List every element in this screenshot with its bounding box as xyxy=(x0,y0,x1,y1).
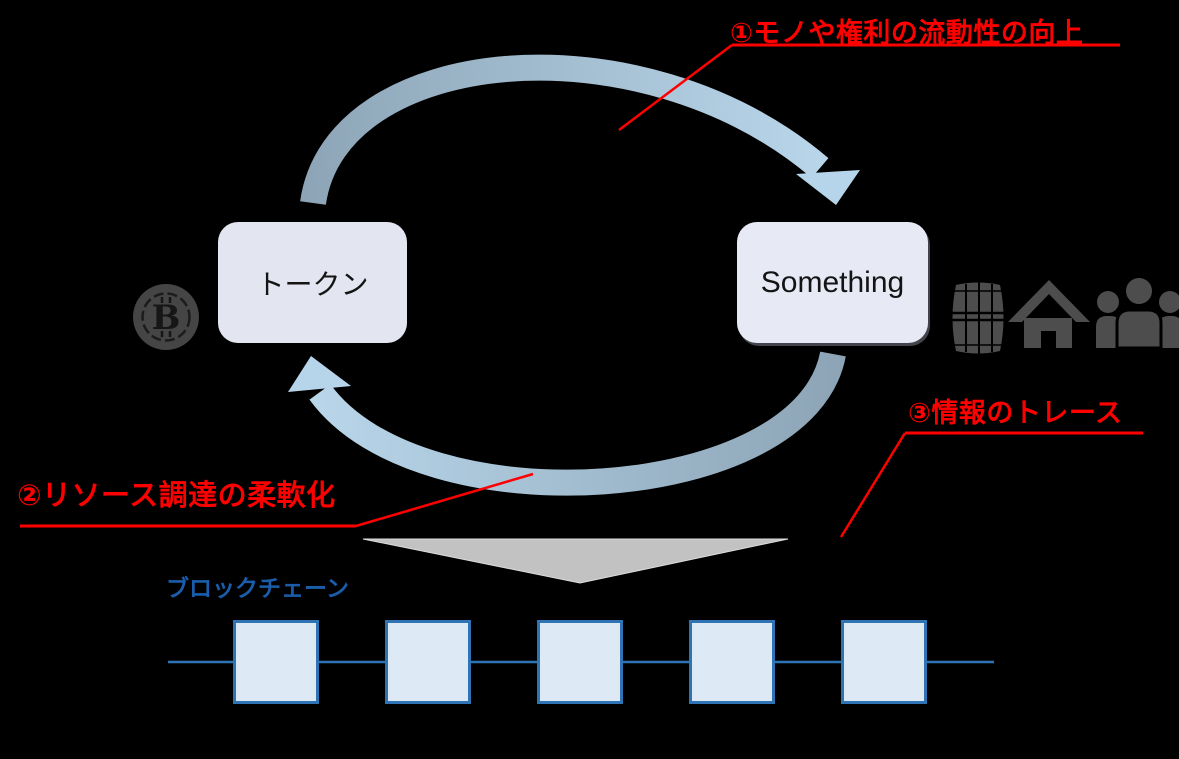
blockchain-block xyxy=(233,620,319,704)
token-node-label: トークン xyxy=(256,268,369,300)
token-node-box: トークン xyxy=(218,222,407,343)
annotation-lines xyxy=(20,43,1143,538)
annotation-2-leader-line xyxy=(355,472,534,528)
people-group-icon xyxy=(1096,275,1179,350)
something-node-box: Something xyxy=(737,222,928,343)
annotation-3-leader-line xyxy=(839,432,907,538)
house-icon xyxy=(1008,280,1090,348)
bitcoin-coin-icon: B xyxy=(133,284,199,350)
cycle-arrow-top-icon xyxy=(300,54,860,206)
funnel-triangle-icon xyxy=(362,538,789,584)
blockchain-block xyxy=(537,620,623,704)
something-node-label: Something xyxy=(760,265,905,299)
bitcoin-b-glyph: B xyxy=(152,298,181,338)
barrel-icon xyxy=(950,282,1006,354)
blockchain-block xyxy=(385,620,471,704)
blockchain-block xyxy=(689,620,775,704)
cycle-arrow-bottom-icon xyxy=(288,350,846,496)
blockchain-block xyxy=(841,620,927,704)
annotation-2-label: ②リソース調達の柔軟化 xyxy=(17,480,336,512)
blockchain-label: ブロックチェーン xyxy=(166,575,349,601)
annotation-1-leader-line xyxy=(618,44,733,131)
annotation-3-label: ③情報のトレース xyxy=(908,398,1123,428)
annotation-1-label: ①モノや権利の流動性の向上 xyxy=(730,18,1084,48)
